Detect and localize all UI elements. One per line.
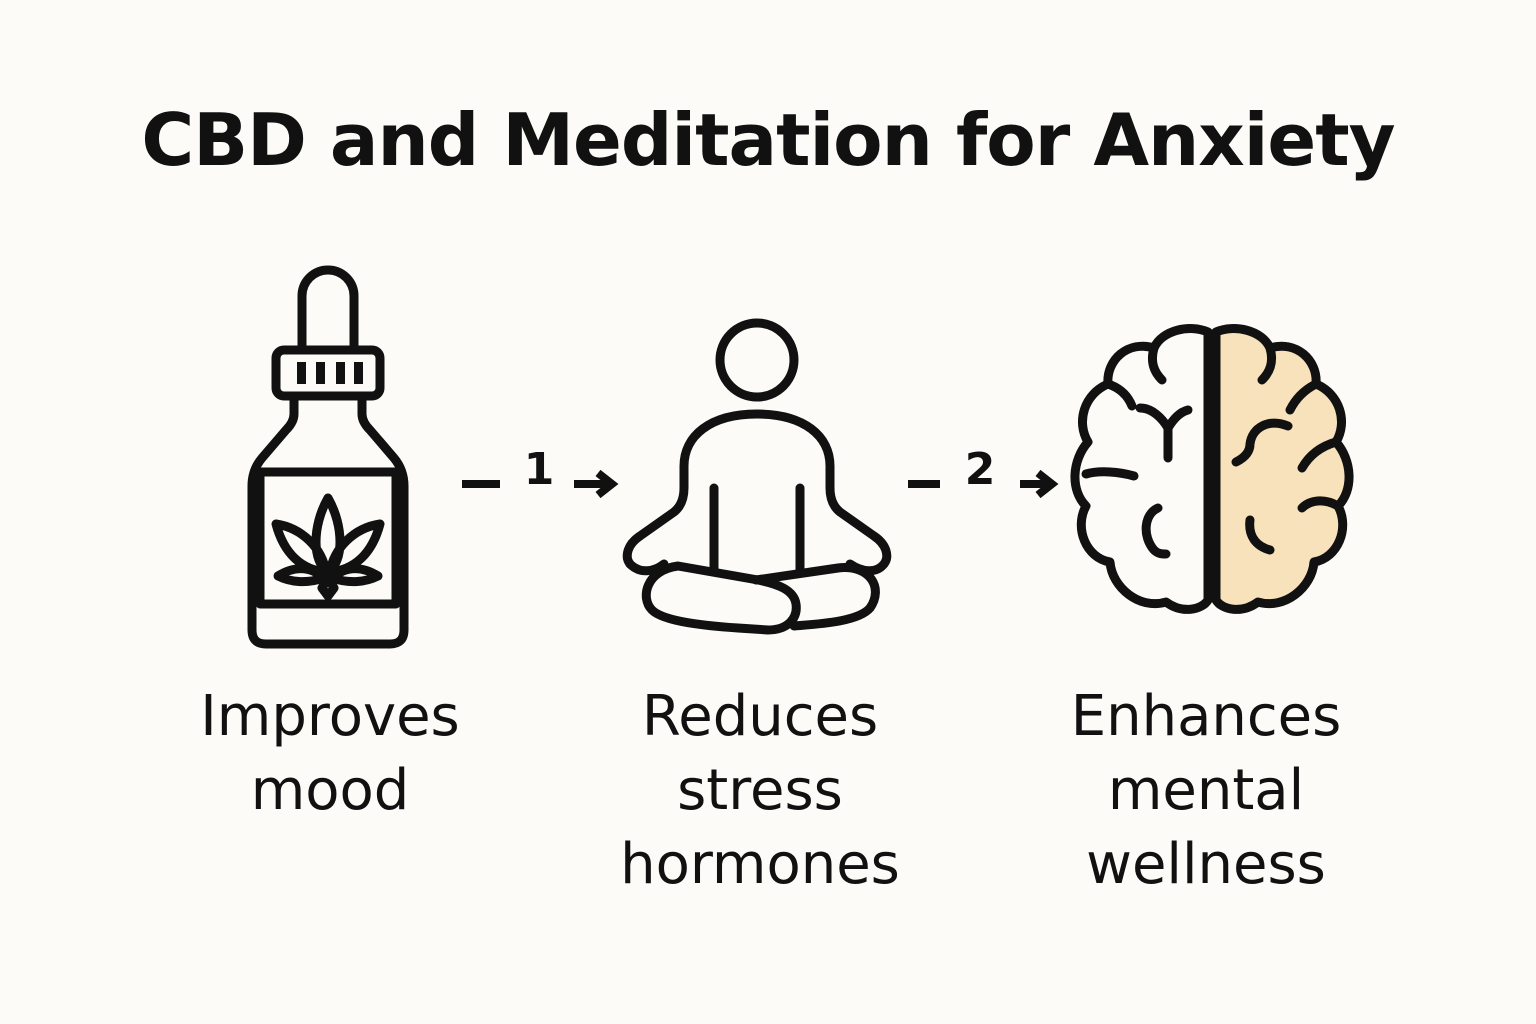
meditation-person-icon — [622, 318, 892, 635]
label-line: mental — [1107, 758, 1305, 823]
connector-number-1: 1 — [523, 444, 555, 495]
step-label-enhances-mental-wellness: Enhances mental wellness — [1006, 680, 1406, 902]
label-line: hormones — [620, 832, 900, 897]
step-label-improves-mood: Improves mood — [130, 680, 530, 828]
cbd-dropper-bottle-icon — [247, 265, 409, 649]
step-label-reduces-stress-hormones: Reduces stress hormones — [560, 680, 960, 902]
label-line: Improves — [200, 684, 460, 749]
brain-icon — [1070, 324, 1354, 614]
connector-arrow-1 — [462, 469, 619, 499]
label-line: mood — [250, 758, 410, 823]
page-title: CBD and Meditation for Anxiety — [141, 98, 1395, 182]
connector-number-2: 2 — [964, 444, 996, 495]
label-line: Enhances — [1070, 684, 1342, 749]
connector-arrow-2 — [908, 469, 1059, 499]
label-line: Reduces — [641, 684, 879, 749]
label-line: stress — [677, 758, 843, 823]
label-line: wellness — [1086, 832, 1326, 897]
